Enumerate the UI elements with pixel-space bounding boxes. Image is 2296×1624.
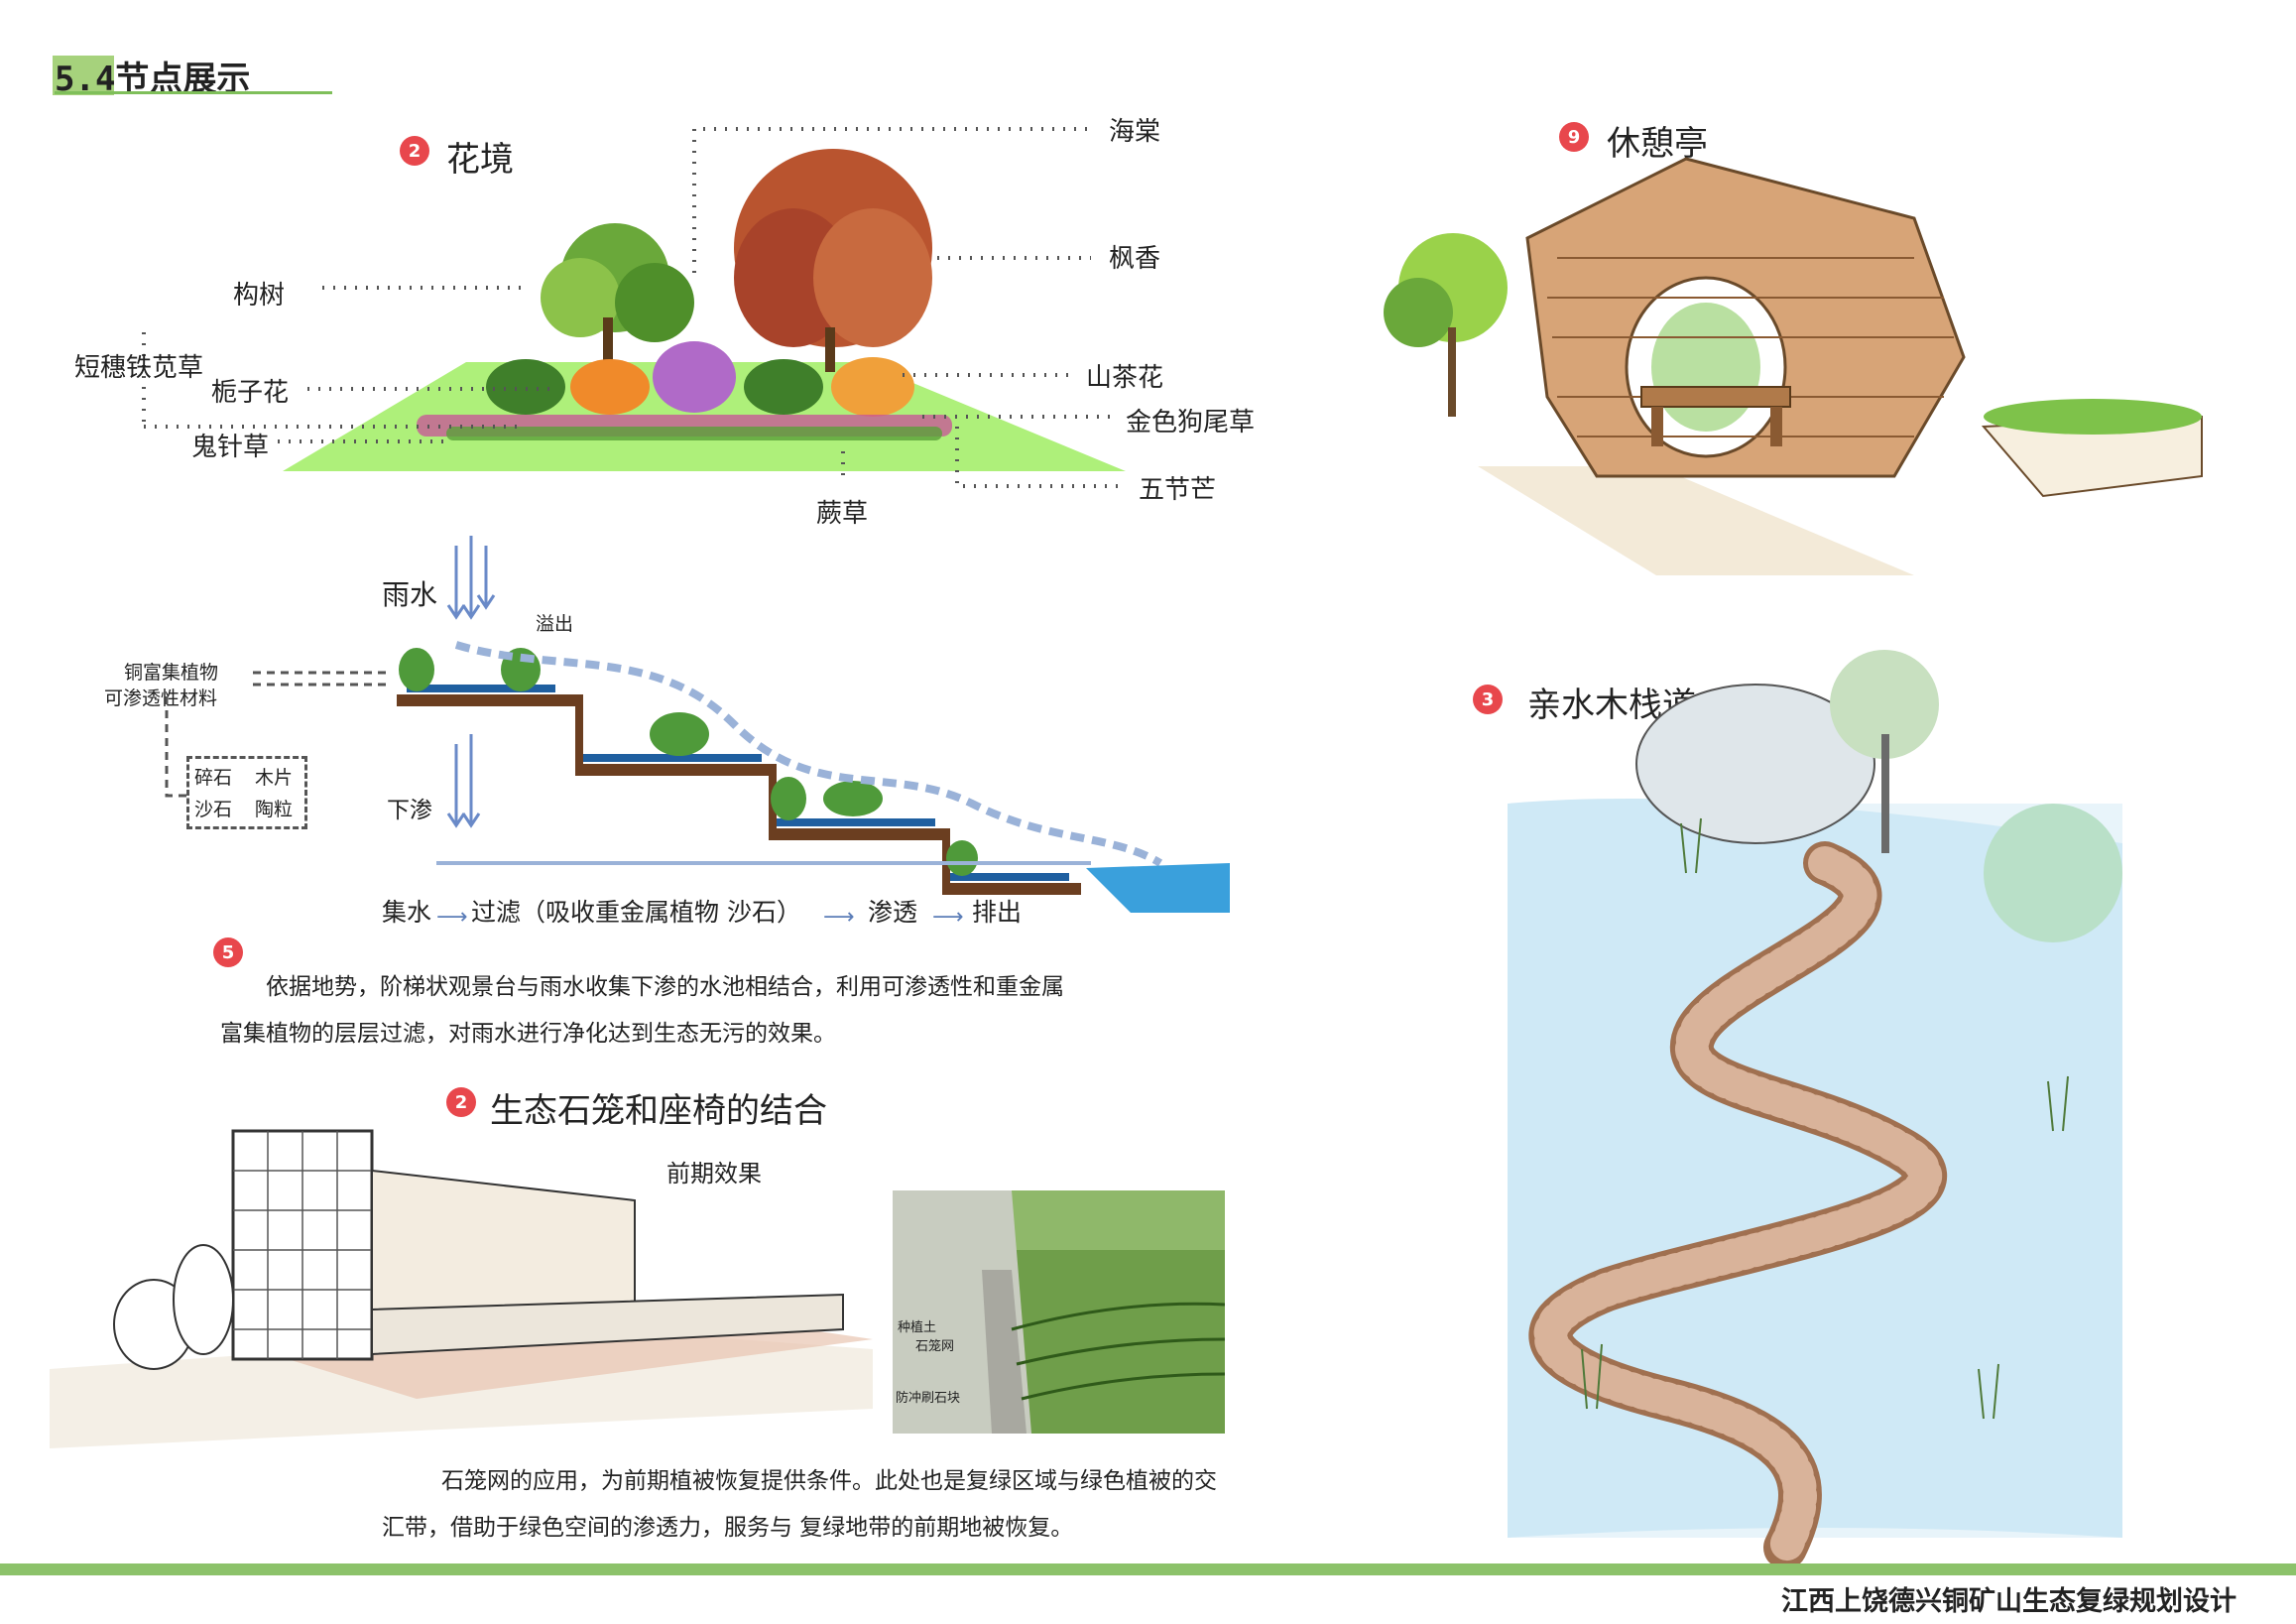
flow-step-1: 集水 — [382, 898, 432, 927]
flow-arrow-3: ⟶ — [932, 905, 964, 930]
photo-label-c: 防冲刷石块 — [896, 1391, 961, 1406]
photo-label-b: 石笼网 — [915, 1339, 955, 1354]
legend-a: 碎石 — [194, 767, 233, 789]
water-pool — [1086, 863, 1230, 913]
rain-label: 雨水 — [382, 578, 438, 611]
gabion-desc-2: 汇带，借助于绿色空间的渗透力，服务与 复绿地带的前期地被恢复。 — [382, 1515, 1074, 1541]
flow-step-4: 排出 — [972, 898, 1023, 927]
gabion-subtitle: 前期效果 — [666, 1160, 762, 1187]
boardwalk-illustration — [1508, 650, 2122, 1567]
footer-title: 江西上饶德兴铜矿山生态复绿规划设计 — [1781, 1586, 2236, 1617]
flower-badge: 2 — [400, 136, 429, 166]
label-wujiemang: 五节芒 — [1139, 475, 1217, 505]
footer-bar — [0, 1563, 2296, 1575]
label-duansui: 短穗铁苋草 — [74, 353, 204, 383]
legend-material: 可渗透性材料 — [104, 687, 218, 709]
label-guizhen: 鬼针草 — [191, 433, 270, 462]
boardwalk-badge: 3 — [1473, 685, 1503, 714]
flow-step-3: 渗透 — [868, 898, 918, 927]
label-shancha: 山茶花 — [1086, 363, 1164, 393]
legend-box: 碎石 木片 沙石 陶粒 — [186, 756, 307, 829]
pavilion-title: 休憩亭 — [1607, 124, 1708, 164]
rain-badge: 5 — [213, 937, 243, 967]
flow-arrow-2: ⟶ — [823, 905, 855, 930]
gabion-bench — [371, 1293, 844, 1356]
flower-title: 花境 — [446, 140, 514, 180]
boardwalk-tree — [1830, 650, 1939, 759]
water — [1508, 799, 2122, 1538]
photo-label-a: 种植土 — [898, 1320, 937, 1335]
flower-border-illustration — [142, 127, 1126, 488]
rain-section-illustration — [165, 536, 1230, 913]
flow-arrow-1: ⟶ — [436, 905, 468, 930]
label-zhizi: 栀子花 — [211, 378, 290, 408]
rock-cliff — [1635, 684, 1875, 844]
pavilion-badge: 9 — [1559, 122, 1589, 152]
overflow-label: 溢出 — [536, 613, 574, 635]
gabion-photo — [893, 1190, 1225, 1434]
label-juecao: 蕨草 — [816, 499, 869, 529]
label-fengxiang: 枫香 — [1109, 244, 1161, 274]
rain-desc-1: 依据地势，阶梯状观景台与雨水收集下渗的水池相结合，利用可渗透性和重金属 — [266, 974, 1064, 1000]
pavilion-bench — [1640, 386, 1791, 408]
label-jinse: 金色狗尾草 — [1126, 408, 1256, 437]
flow-step-2: 过滤（吸收重金属植物 沙石） — [471, 898, 801, 927]
gabion-desc-1: 石笼网的应用，为前期植被恢复提供条件。此处也是复绿区域与绿色植被的交 — [441, 1468, 1217, 1494]
gabion-title: 生态石笼和座椅的结合 — [490, 1091, 827, 1131]
section-underline — [55, 91, 332, 94]
wood-wall — [371, 1169, 636, 1326]
legend-plants: 铜富集植物 — [124, 662, 219, 684]
label-goushu: 构树 — [233, 281, 286, 311]
legend-d: 陶粒 — [255, 799, 294, 820]
infiltrate-label: 下渗 — [387, 798, 432, 823]
label-haitang: 海棠 — [1109, 117, 1161, 147]
pavilion-illustration — [1384, 157, 2203, 575]
legend-c: 沙石 — [194, 799, 233, 820]
rain-desc-2: 富集植物的层层过滤，对雨水进行净化达到生态无污的效果。 — [220, 1021, 836, 1047]
legend-b: 木片 — [255, 767, 294, 789]
gabion-sketch — [50, 1129, 873, 1448]
gabion-badge: 2 — [446, 1087, 476, 1117]
